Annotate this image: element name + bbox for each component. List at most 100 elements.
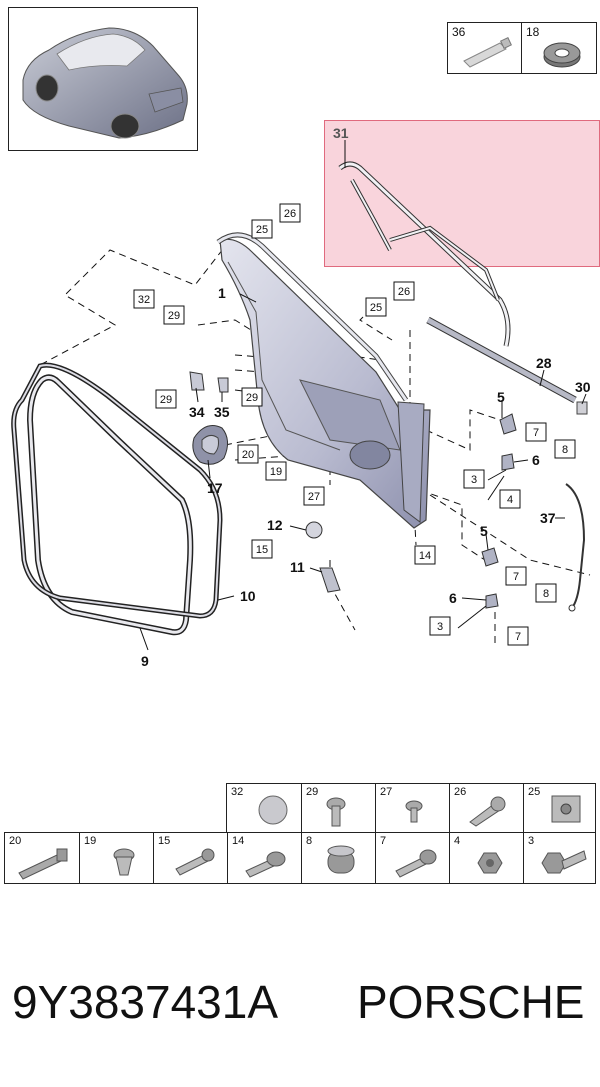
boxed-label-7[interactable]: 7 <box>507 626 529 646</box>
callout-31[interactable]: 31 <box>333 125 349 141</box>
boxed-label-7[interactable]: 7 <box>525 422 547 442</box>
callout-5-lower[interactable]: 5 <box>480 523 488 539</box>
fastener-cell-3[interactable]: 3 <box>523 833 597 883</box>
clip-35 <box>217 377 229 393</box>
boxed-label-29[interactable]: 29 <box>155 389 177 409</box>
callout-30[interactable]: 30 <box>575 379 591 395</box>
cable-37 <box>565 483 586 609</box>
boxed-label-25[interactable]: 25 <box>365 297 387 317</box>
fastener-cell-20[interactable]: 20 <box>5 833 79 883</box>
fastener-cell-32[interactable]: 32 <box>227 784 301 832</box>
grease-tube-icon <box>463 37 512 68</box>
fastener-cell-8[interactable]: 8 <box>301 833 375 883</box>
fastener-cell-15[interactable]: 15 <box>153 833 227 883</box>
fastener-number: 27 <box>380 786 393 798</box>
bolt-icon <box>175 848 215 876</box>
svg-text:26: 26 <box>284 208 296 220</box>
svg-text:7: 7 <box>533 427 539 439</box>
svg-text:4: 4 <box>507 494 513 506</box>
callout-6-upper[interactable]: 6 <box>532 452 540 468</box>
boxed-label-19[interactable]: 19 <box>265 461 287 481</box>
part-number: 9Y3837431A <box>12 976 279 1028</box>
part-box-number: 18 <box>526 25 540 39</box>
svg-text:3: 3 <box>437 621 443 633</box>
boxed-label-29[interactable]: 29 <box>163 305 185 325</box>
callout-28[interactable]: 28 <box>536 355 552 371</box>
boxed-label-15[interactable]: 15 <box>251 539 273 559</box>
callout-9[interactable]: 9 <box>141 653 149 669</box>
fastener-number: 25 <box>528 786 541 798</box>
callout-11[interactable]: 11 <box>290 559 305 575</box>
callout-17[interactable]: 17 <box>207 480 223 496</box>
boxed-label-20[interactable]: 20 <box>237 444 259 464</box>
fastener-cell-27[interactable]: 27 <box>375 784 449 832</box>
svg-text:26: 26 <box>398 286 410 298</box>
fastener-cell-26[interactable]: 26 <box>449 784 523 832</box>
hinge-upper-5 <box>499 413 517 435</box>
end-cap-30 <box>576 401 588 415</box>
boxed-label-29[interactable]: 29 <box>241 387 263 407</box>
fastener-number: 29 <box>306 786 319 798</box>
tape-roll-icon <box>543 42 581 68</box>
svg-text:3: 3 <box>471 474 477 486</box>
fastener-table-bottom: 20 19 15 14 8 7 4 3 <box>4 832 596 884</box>
boxed-label-27[interactable]: 27 <box>303 486 325 506</box>
boxed-label-26[interactable]: 26 <box>393 281 415 301</box>
part-box-18[interactable]: 18 <box>521 22 597 74</box>
boxed-label-8[interactable]: 8 <box>554 439 576 459</box>
flange-bolt-icon <box>245 851 286 878</box>
boxed-label-7[interactable]: 7 <box>505 566 527 586</box>
fastener-cell-25[interactable]: 25 <box>523 784 597 832</box>
svg-text:15: 15 <box>256 544 268 556</box>
svg-text:25: 25 <box>370 302 382 314</box>
callout-35[interactable]: 35 <box>214 404 230 420</box>
footer: 9Y3837431A PORSCHE <box>12 975 592 1045</box>
svg-text:20: 20 <box>242 449 254 461</box>
boxed-label-4[interactable]: 4 <box>499 489 521 509</box>
svg-text:29: 29 <box>168 310 180 322</box>
hinge-lower-6 <box>485 593 499 609</box>
boxed-label-3[interactable]: 3 <box>429 616 451 636</box>
callout-12[interactable]: 12 <box>267 517 283 533</box>
hinge-upper-6 <box>501 453 515 471</box>
boxed-label-32[interactable]: 32 <box>133 289 155 309</box>
fastener-number: 20 <box>9 835 22 847</box>
fastener-cell-14[interactable]: 14 <box>227 833 301 883</box>
fastener-number: 7 <box>380 835 387 847</box>
boxed-label-8[interactable]: 8 <box>535 583 557 603</box>
bolt-icon <box>395 849 437 878</box>
fastener-number: 4 <box>454 835 461 847</box>
hinge-lower-5 <box>481 547 499 567</box>
boxed-label-3[interactable]: 3 <box>463 469 485 489</box>
boxed-label-25[interactable]: 25 <box>251 219 273 239</box>
svg-text:7: 7 <box>513 571 519 583</box>
fastener-number: 8 <box>306 835 313 847</box>
fastener-cell-7[interactable]: 7 <box>375 833 449 883</box>
fastener-cell-19[interactable]: 19 <box>79 833 153 883</box>
fastener-cell-4[interactable]: 4 <box>449 833 523 883</box>
fastener-cell-29[interactable]: 29 <box>301 784 375 832</box>
callout-37[interactable]: 37 <box>540 510 556 526</box>
clip-nut-icon <box>551 795 581 823</box>
fastener-table-top: 32 29 27 26 25 <box>226 783 596 833</box>
callout-34[interactable]: 34 <box>189 404 205 420</box>
cap-icon <box>327 845 355 874</box>
part-box-36[interactable]: 36 <box>447 22 523 74</box>
cap-icon <box>258 795 288 825</box>
callout-10[interactable]: 10 <box>240 588 256 604</box>
svg-text:8: 8 <box>543 588 549 600</box>
clip-34 <box>189 371 205 391</box>
part-box-number: 36 <box>452 25 466 39</box>
bolt-icon <box>326 797 346 827</box>
callout-5-upper[interactable]: 5 <box>497 389 505 405</box>
svg-text:32: 32 <box>138 294 150 306</box>
svg-text:8: 8 <box>562 444 568 456</box>
boxed-label-14[interactable]: 14 <box>414 545 436 565</box>
callout-6-lower[interactable]: 6 <box>449 590 457 606</box>
boxed-label-26[interactable]: 26 <box>279 203 301 223</box>
brand-name: PORSCHE <box>357 976 585 1028</box>
tapping-screw-icon <box>469 796 506 827</box>
callout-1[interactable]: 1 <box>218 285 226 301</box>
